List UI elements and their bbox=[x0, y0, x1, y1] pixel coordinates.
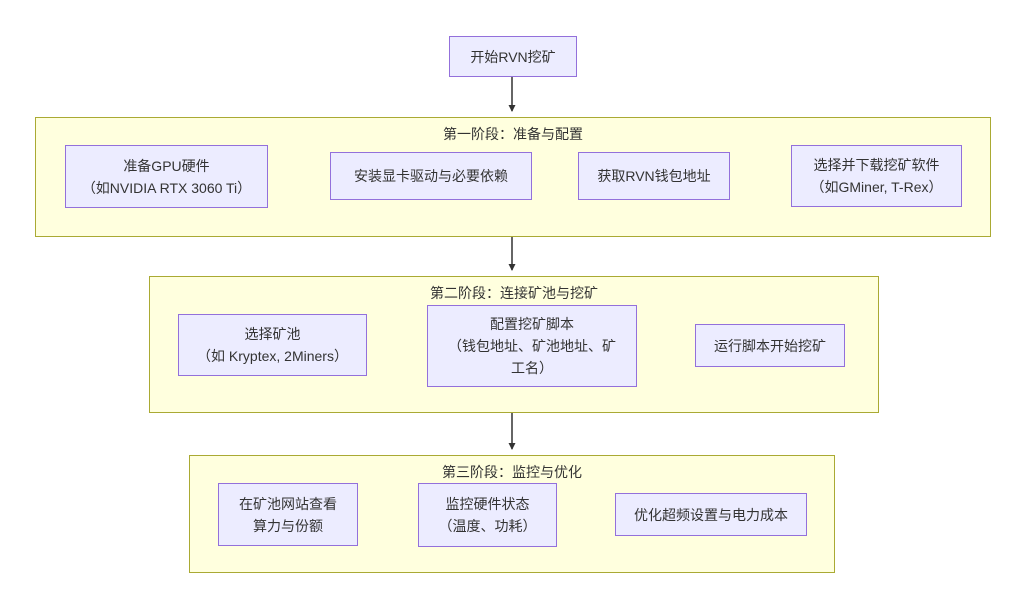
node-get-rvn-wallet-address: 获取RVN钱包地址 bbox=[578, 152, 730, 200]
node-download-mining-software: 选择并下载挖矿软件 （如GMiner, T-Rex） bbox=[791, 145, 962, 207]
node-run-script-start-mining: 运行脚本开始挖矿 bbox=[695, 324, 845, 367]
node-prepare-gpu-hardware: 准备GPU硬件 （如NVIDIA RTX 3060 Ti） bbox=[65, 145, 268, 208]
node-start-rvn-mining: 开始RVN挖矿 bbox=[449, 36, 577, 77]
phase3-title: 第三阶段：监控与优化 bbox=[442, 464, 582, 480]
phase2-title: 第二阶段：连接矿池与挖矿 bbox=[430, 285, 598, 301]
node-install-gpu-drivers: 安装显卡驱动与必要依赖 bbox=[330, 152, 532, 200]
node-check-hashrate-shares: 在矿池网站查看 算力与份额 bbox=[218, 483, 358, 546]
node-optimize-overclock-power: 优化超频设置与电力成本 bbox=[615, 493, 807, 536]
node-configure-mining-script: 配置挖矿脚本 （钱包地址、矿池地址、矿 工名） bbox=[427, 305, 637, 387]
node-monitor-hardware-status: 监控硬件状态 （温度、功耗） bbox=[418, 483, 557, 547]
phase1-title: 第一阶段：准备与配置 bbox=[443, 126, 583, 142]
node-choose-mining-pool: 选择矿池 （如 Kryptex, 2Miners） bbox=[178, 314, 367, 376]
